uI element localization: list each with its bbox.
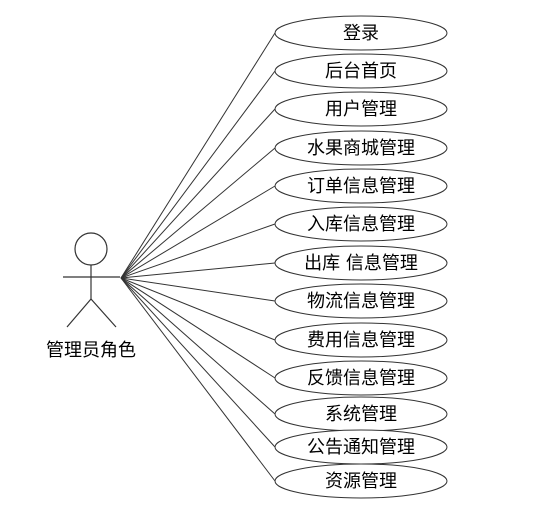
- use-case: 后台首页: [274, 53, 448, 89]
- use-case-label: 订单信息管理: [307, 176, 415, 197]
- association-line: [120, 108, 276, 279]
- use-case-label: 费用信息管理: [307, 330, 415, 351]
- use-case-label: 公告通知管理: [307, 437, 415, 458]
- actor-admin: 管理员角色: [46, 232, 136, 361]
- use-case-ellipse: [274, 360, 448, 396]
- use-case: 反馈信息管理: [274, 360, 448, 396]
- actor-label: 管理员角色: [46, 340, 136, 361]
- association-line: [120, 262, 276, 279]
- association-line: [120, 70, 276, 279]
- use-case: 出库 信息管理: [274, 245, 448, 281]
- association-line: [120, 277, 276, 448]
- use-case-label: 资源管理: [325, 471, 397, 492]
- use-case-label: 系统管理: [325, 404, 397, 425]
- use-case-label: 用户管理: [325, 99, 397, 120]
- use-case-ellipse: [274, 463, 448, 499]
- use-case-ellipse: [274, 15, 448, 51]
- use-case: 公告通知管理: [274, 429, 448, 465]
- use-case-label: 入库信息管理: [307, 214, 415, 235]
- association-line: [120, 32, 276, 279]
- use-case: 登录: [274, 15, 448, 51]
- association-line: [120, 277, 276, 482]
- use-case-label: 登录: [343, 23, 379, 44]
- use-case-label: 出库 信息管理: [304, 253, 418, 274]
- association-line: [120, 277, 276, 341]
- actor-left-leg: [66, 298, 92, 328]
- use-case-ellipse: [274, 206, 448, 242]
- association-lines: [120, 32, 276, 482]
- use-case: 水果商城管理: [274, 130, 448, 166]
- use-case-ellipse: [274, 322, 448, 358]
- association-line: [120, 185, 276, 279]
- actor-head: [74, 232, 108, 266]
- use-case-label: 物流信息管理: [307, 291, 415, 312]
- use-case: 入库信息管理: [274, 206, 448, 242]
- use-case: 用户管理: [274, 91, 448, 127]
- association-line: [120, 223, 276, 279]
- use-case: 资源管理: [274, 463, 448, 499]
- association-line: [120, 147, 276, 279]
- use-case: 费用信息管理: [274, 322, 448, 358]
- use-case-label: 水果商城管理: [307, 138, 415, 159]
- use-case-label: 反馈信息管理: [307, 368, 415, 389]
- actor-right-leg: [90, 298, 117, 328]
- use-case-ellipse: [274, 168, 448, 204]
- use-case: 物流信息管理: [274, 283, 448, 319]
- association-line: [120, 277, 276, 302]
- use-case-label: 后台首页: [325, 61, 397, 82]
- use-case-ellipse: [274, 245, 448, 281]
- use-case-ellipse: [274, 91, 448, 127]
- use-case-ellipse: [274, 283, 448, 319]
- use-case-ellipse: [274, 53, 448, 89]
- use-case: 系统管理: [274, 396, 448, 432]
- association-line: [120, 277, 276, 415]
- use-case-ellipse: [274, 130, 448, 166]
- association-line: [120, 277, 276, 379]
- use-case: 订单信息管理: [274, 168, 448, 204]
